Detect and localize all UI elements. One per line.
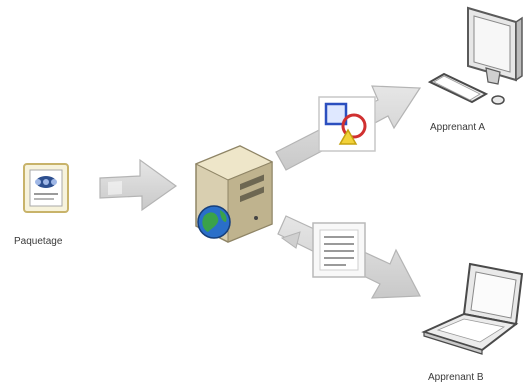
document-icon xyxy=(312,222,368,280)
web-server-icon xyxy=(186,140,278,244)
shapes-icon xyxy=(318,96,378,154)
lower-content-node xyxy=(312,222,368,280)
packaging-label: Paquetage xyxy=(14,236,63,247)
desktop-computer-icon xyxy=(424,4,524,114)
learner-a-label: Apprenant A xyxy=(430,122,486,133)
packaging-node xyxy=(22,162,72,216)
laptop-icon xyxy=(420,258,526,368)
learner-b-label: Apprenant B xyxy=(428,372,484,383)
package-icon xyxy=(22,162,72,216)
learner-b-node xyxy=(420,258,526,368)
upper-content-node xyxy=(318,96,378,154)
server-node xyxy=(186,140,278,244)
arrow-packaging-to-server xyxy=(99,158,178,212)
learner-a-node xyxy=(424,4,524,114)
